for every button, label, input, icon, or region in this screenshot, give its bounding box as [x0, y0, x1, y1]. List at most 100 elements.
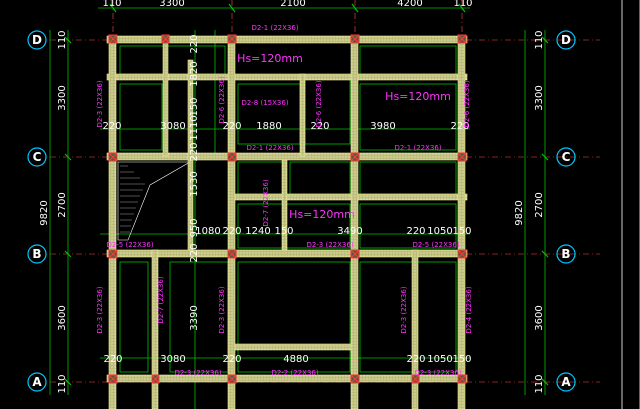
dim-col-a-2: 1820 [189, 61, 200, 86]
slab-note-2: Hs=120mm [385, 90, 451, 103]
dim-upper-3: 220 [222, 121, 241, 132]
column-inner-3 [411, 374, 420, 384]
beam-label-b-1: D2-5 (22X36) [106, 241, 153, 249]
slab-notes: Hs=120mm Hs=120mm Hs=120mm [237, 52, 451, 221]
column-b2 [227, 249, 237, 259]
axis-bubble-d-right [556, 30, 576, 50]
column-inner-1 [161, 34, 170, 44]
axis-label-a-right: A [561, 375, 571, 389]
dim-left-2: 3300 [57, 85, 68, 110]
column-a4 [457, 374, 467, 384]
axis-label-b-left: B [32, 247, 41, 261]
dim-top-2: 3300 [159, 0, 184, 9]
room-outlines [119, 45, 457, 373]
dim-upper-1: 220 [102, 121, 121, 132]
left-dimensions: 110 3300 2700 3600 110 9820 [39, 30, 68, 393]
column-c3 [350, 152, 360, 162]
axis-bubble-b-right [556, 244, 576, 264]
dim-col-c-2: 950 [189, 218, 200, 237]
dim-right-4: 3600 [534, 305, 545, 330]
beam-label-c-2: D2-1 (22X36) [394, 144, 441, 152]
axis-bubbles [27, 30, 576, 392]
column-inner-2 [151, 374, 160, 384]
dim-col-d-1: 3390 [189, 305, 200, 330]
dim-lower-3: 220 [222, 354, 241, 365]
right-dimensions: 110 3300 2700 3600 110 9820 [514, 30, 545, 393]
column-a1 [108, 374, 118, 384]
axis-bubble-a-left [27, 372, 47, 392]
dim-lower-2: 3080 [160, 354, 185, 365]
column-c4 [457, 152, 467, 162]
column-c2 [227, 152, 237, 162]
dim-lower-6: 1050 [427, 354, 452, 365]
dim-left-1: 110 [57, 30, 68, 49]
dim-lower-7: 150 [452, 354, 471, 365]
dim-middle-1: 1080 [195, 226, 220, 237]
dim-total-left: 9820 [39, 200, 50, 225]
dim-col-a-3: 150 [189, 97, 200, 116]
axis-bubble-d-left [27, 30, 47, 50]
column-d1 [108, 34, 118, 44]
beam-labels-horizontal: D2-1 (22X36) D2-1 (22X36) D2-1 (22X36) D… [106, 24, 461, 377]
beam-label-v-1: D2-3 (22X36) [96, 80, 104, 127]
dim-left-3: 2700 [57, 192, 68, 217]
column-d2 [227, 34, 237, 44]
dim-upper-2: 3080 [160, 121, 185, 132]
dimension-lines [49, 3, 549, 409]
dim-middle-7: 1050 [427, 226, 452, 237]
dim-middle-4: 150 [274, 226, 293, 237]
beam-label-b-2: D2-3 (22X36) [306, 241, 353, 249]
dim-top-3: 2100 [280, 0, 305, 9]
dim-middle-6: 220 [406, 226, 425, 237]
dim-right-2: 3300 [534, 85, 545, 110]
axis-bubble-c-right [556, 147, 576, 167]
dim-upper-5: 220 [310, 121, 329, 132]
axis-label-d-right: D [561, 33, 571, 47]
row-dimensions-middle: 1080 220 1240 150 3490 220 1050 150 [195, 226, 471, 237]
column-d3 [350, 34, 360, 44]
dim-lower-5: 220 [406, 354, 425, 365]
dim-middle-5: 3490 [337, 226, 362, 237]
dim-upper-4: 1880 [256, 121, 281, 132]
beam-label-b-3: D2-5 (22X36) [412, 241, 459, 249]
beam-label-v-8: D2-3 (22X36) [400, 286, 408, 333]
beam-label-v-10: D2-7 (22X36) [157, 276, 165, 323]
beam-label-v-7: D2-3 (22X36) [218, 286, 226, 333]
dim-upper-6: 3980 [370, 121, 395, 132]
column-a3 [350, 374, 360, 384]
axis-bubble-b-left [27, 244, 47, 264]
dim-middle-2: 220 [222, 226, 241, 237]
dim-top-4: 4200 [397, 0, 422, 9]
beam-label-v-9: D2-4 (22X36) [465, 286, 473, 333]
beam-label-a-2: D2-2 (22X36) [271, 369, 318, 377]
axis-label-a-left: A [32, 375, 42, 389]
beam-label-v-3: D2-6 (22X36) [315, 80, 323, 127]
dim-col-a-1: 220 [189, 34, 200, 53]
column-a2 [227, 374, 237, 384]
beam-label-v-2: D2-6 (22X36) [218, 76, 226, 123]
dim-right-3: 2700 [534, 192, 545, 217]
dim-top-5: 110 [453, 0, 472, 9]
title-block-edge [621, 0, 640, 409]
row-dimensions-lower: 220 3080 220 4880 220 1050 150 [103, 354, 471, 365]
dim-right-1: 110 [534, 30, 545, 49]
dim-left-4: 3600 [57, 305, 68, 330]
row-dimensions-upper: 220 3080 220 1880 220 3980 220 [102, 121, 469, 132]
dim-total-right: 9820 [514, 200, 525, 225]
beam-label-v-5: D2-7 (22X36) [262, 179, 270, 226]
axis-label-d-left: D [32, 33, 42, 47]
column-b3 [350, 249, 360, 259]
axis-bubble-c-left [27, 147, 47, 167]
beam-label-a-1: D2-3 (22X36) [174, 369, 221, 377]
axis-label-c-left: C [33, 150, 42, 164]
dim-upper-7: 220 [450, 121, 469, 132]
slab-note-3: Hs=120mm [289, 208, 355, 221]
inner-dimensions: 220 1820 150 1110 220 1530 950 220 3390 [189, 34, 200, 330]
beam-label-c-1: D2-1 (22X36) [246, 144, 293, 152]
axis-labels: D C B A D C B A [32, 33, 571, 389]
beam-label-top-1: D2-1 (22X36) [251, 24, 298, 32]
beams [106, 35, 468, 409]
dim-col-b-2: 1530 [189, 171, 200, 196]
beam-label-v-6: D2-3 (22X36) [96, 286, 104, 333]
beam-label-inner-1: D2-8 (15X36) [241, 99, 288, 107]
